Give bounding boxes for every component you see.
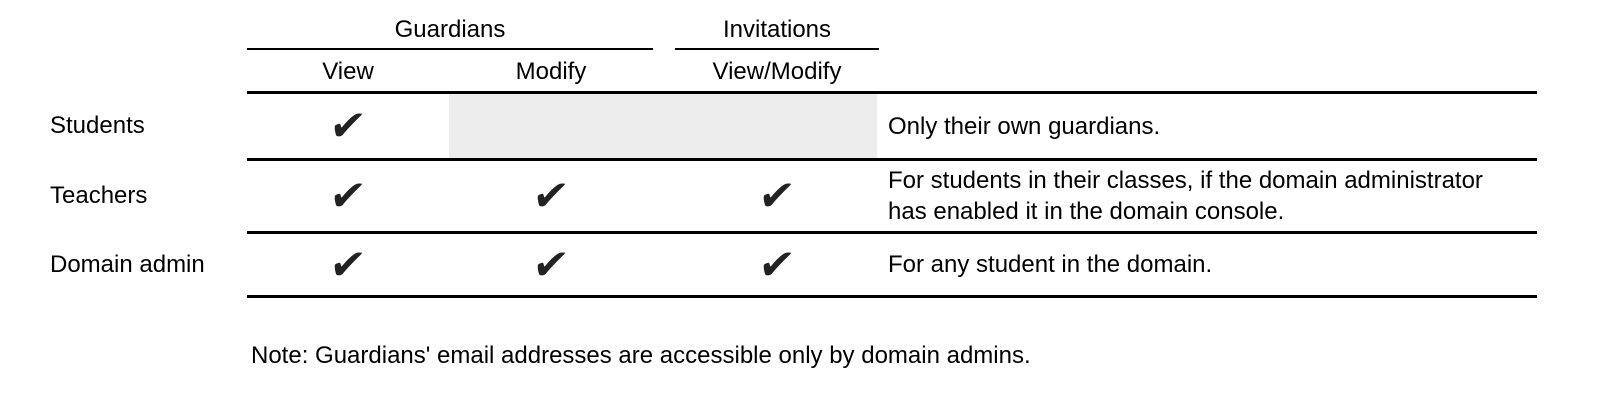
teachers-note: For students in their classes, if the do… (888, 161, 1533, 231)
domain-admin-guardians-view-cell: ✔ (247, 234, 449, 295)
column-header-modify: Modify (515, 58, 587, 85)
domain-admin-guardians-modify-cell: ✔ (449, 234, 653, 295)
invitations-underline (675, 48, 879, 50)
students-note: Only their own guardians. (888, 94, 1533, 158)
note-line: For any student in the domain. (888, 251, 1213, 278)
row-label-teachers: Teachers (50, 182, 148, 209)
column-group-guardians: Guardians (394, 16, 506, 43)
row-rule-2 (247, 231, 1537, 234)
row-label-domain-admin: Domain admin (50, 250, 205, 278)
row-label-students: Students (50, 112, 145, 139)
guardians-underline (247, 48, 653, 50)
check-icon: ✔ (756, 239, 799, 289)
column-header-view: View (322, 58, 374, 85)
check-icon: ✔ (327, 239, 370, 289)
teachers-guardians-view-cell: ✔ (247, 161, 449, 231)
check-icon: ✔ (327, 171, 370, 220)
students-disabled-cells (449, 94, 877, 158)
header-rule (247, 91, 1537, 94)
footnote: Note: Guardians' email addresses are acc… (251, 342, 1031, 369)
note-line: has enabled it in the domain console. (888, 198, 1285, 225)
row-rule-1 (247, 158, 1537, 161)
check-icon: ✔ (327, 101, 370, 150)
check-icon: ✔ (756, 171, 799, 220)
check-icon: ✔ (530, 239, 573, 289)
column-group-invitations: Invitations (722, 16, 832, 43)
domain-admin-invitations-cell: ✔ (675, 234, 879, 295)
note-line: For students in their classes, if the do… (888, 167, 1483, 194)
note-line: Only their own guardians. (888, 112, 1161, 140)
domain-admin-note: For any student in the domain. (888, 234, 1533, 295)
check-icon: ✔ (530, 171, 573, 220)
teachers-invitations-cell: ✔ (675, 161, 879, 231)
students-guardians-view-cell: ✔ (247, 94, 449, 158)
teachers-guardians-modify-cell: ✔ (449, 161, 653, 231)
column-header-view-modify: View/Modify (712, 58, 842, 85)
row-rule-3 (247, 295, 1537, 298)
